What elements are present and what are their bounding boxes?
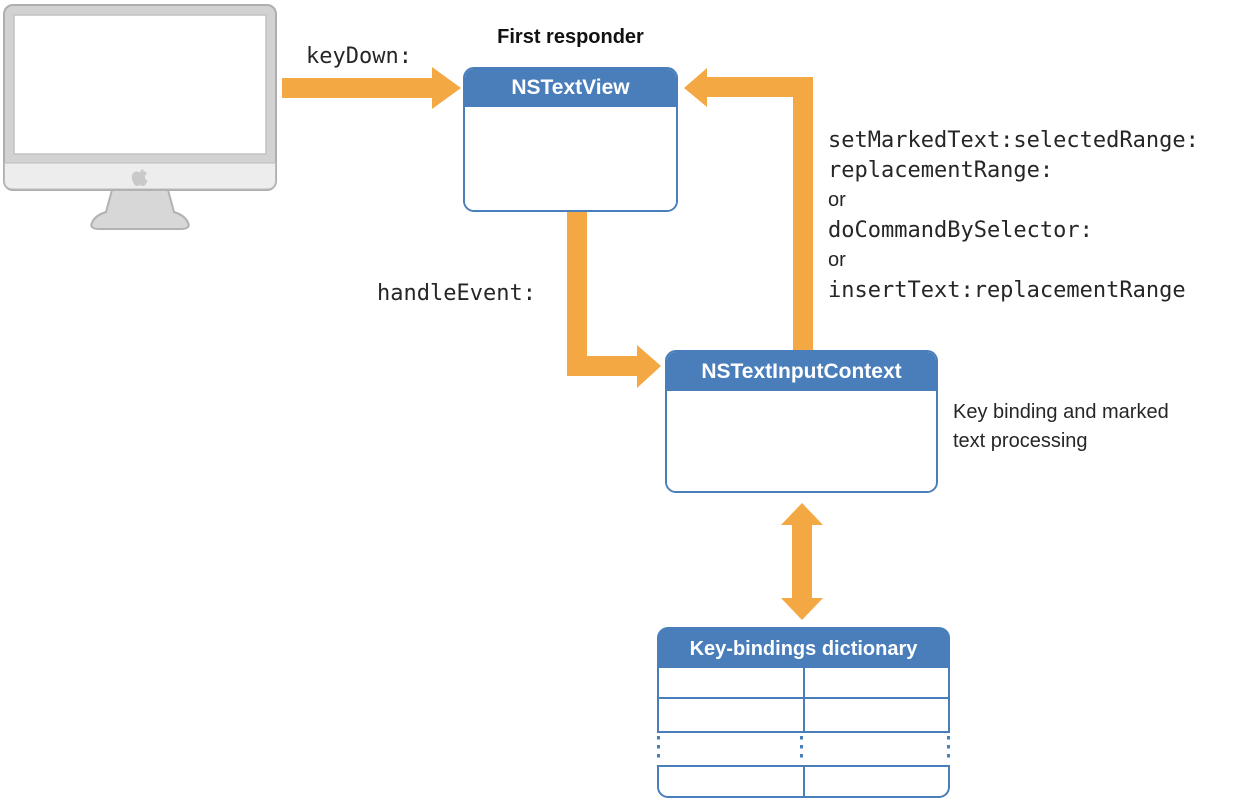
- keybindings-ellipsis-row: [657, 733, 950, 767]
- keybindings-column-divider: [803, 767, 805, 796]
- nstextinputcontext-body: [667, 391, 936, 491]
- inputcontext-note: Key binding and marked text processing: [953, 398, 1169, 456]
- nstextview-box: NSTextView: [463, 67, 678, 212]
- monitor-stand: [90, 189, 190, 230]
- handleevent-arrow: [567, 212, 661, 388]
- keydown-label: keyDown:: [306, 44, 412, 69]
- monitor-screen: [13, 14, 267, 155]
- keybindings-table-row: [657, 668, 950, 699]
- nstextinputcontext-title: NSTextInputContext: [667, 352, 936, 391]
- callback-line: replacementRange:: [828, 157, 1054, 183]
- keybindings-double-arrow: [781, 503, 823, 620]
- imac-monitor-icon: [3, 4, 277, 230]
- callback-arrow: [684, 68, 813, 350]
- nstextinputcontext-box: NSTextInputContext: [665, 350, 938, 493]
- ellipsis-dots: [800, 736, 803, 762]
- first-responder-label: First responder: [497, 26, 644, 48]
- keybindings-dictionary-box: Key-bindings dictionary: [657, 627, 950, 798]
- nstextview-title: NSTextView: [465, 69, 676, 107]
- callback-or-label: or: [828, 248, 846, 271]
- keybindings-table-row: [657, 699, 950, 733]
- apple-logo-icon: [131, 169, 148, 187]
- callback-or-label: or: [828, 188, 846, 211]
- keydown-arrow: [282, 67, 461, 109]
- ellipsis-dots: [657, 736, 660, 762]
- callback-line: doCommandBySelector:: [828, 217, 1093, 243]
- keybindings-column-divider: [803, 699, 805, 731]
- inputcontext-note-line: text processing: [953, 430, 1088, 452]
- callback-method-labels: setMarkedText:selectedRange: replacement…: [828, 125, 1199, 305]
- handleevent-label: handleEvent:: [377, 281, 536, 306]
- keybindings-table-row: [657, 767, 950, 798]
- keybindings-column-divider: [803, 668, 805, 697]
- callback-line: insertText:replacementRange: [828, 277, 1186, 303]
- nstextview-body: [465, 107, 676, 210]
- callback-line: setMarkedText:selectedRange:: [828, 127, 1199, 153]
- ellipsis-dots: [947, 736, 950, 762]
- inputcontext-note-line: Key binding and marked: [953, 401, 1169, 423]
- keybindings-title: Key-bindings dictionary: [657, 627, 950, 668]
